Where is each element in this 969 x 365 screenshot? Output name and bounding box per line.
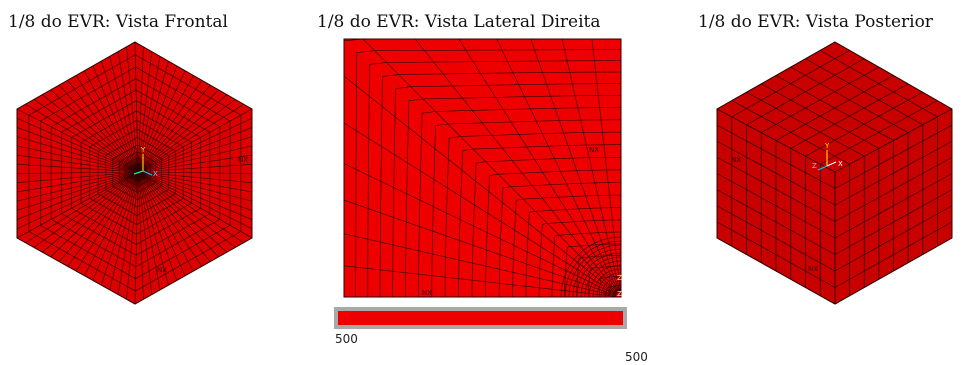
svg-text:NX: NX (808, 265, 818, 273)
scale-label-left: 500 (335, 332, 358, 346)
back-view-mesh: NX NX Y X Z (716, 41, 953, 305)
svg-text:Z: Z (617, 274, 622, 282)
svg-text:NX: NX (422, 289, 432, 297)
svg-text:NX: NX (731, 156, 741, 164)
back-axis-triad: Y X Z (812, 142, 843, 171)
side-face-label-upper: NX (589, 146, 599, 154)
panel-title-back: 1/8 do EVR: Vista Posterior (698, 12, 933, 32)
back-axis-z: Z (812, 162, 817, 170)
front-axis-triad: Y X (133, 146, 158, 178)
svg-text:NX: NX (603, 290, 612, 297)
scale-label-right: 500 (625, 350, 648, 364)
panel-title-right-side: 1/8 do EVR: Vista Lateral Direita (317, 12, 601, 32)
front-face-label-right: NX (238, 156, 248, 164)
front-axis-x: X (153, 170, 158, 178)
svg-text:Z: Z (617, 290, 622, 298)
panel-title-front: 1/8 do EVR: Vista Frontal (8, 12, 228, 32)
svg-text:X: X (838, 160, 843, 168)
side-view-mesh: NX NX NX Z Z (343, 38, 622, 298)
front-view-mesh: NX NX Y X (16, 41, 253, 305)
front-face-label-bottom: NX (157, 266, 167, 274)
color-bar (334, 307, 627, 329)
svg-text:Y: Y (824, 142, 830, 150)
front-axis-y: Y (140, 146, 146, 154)
